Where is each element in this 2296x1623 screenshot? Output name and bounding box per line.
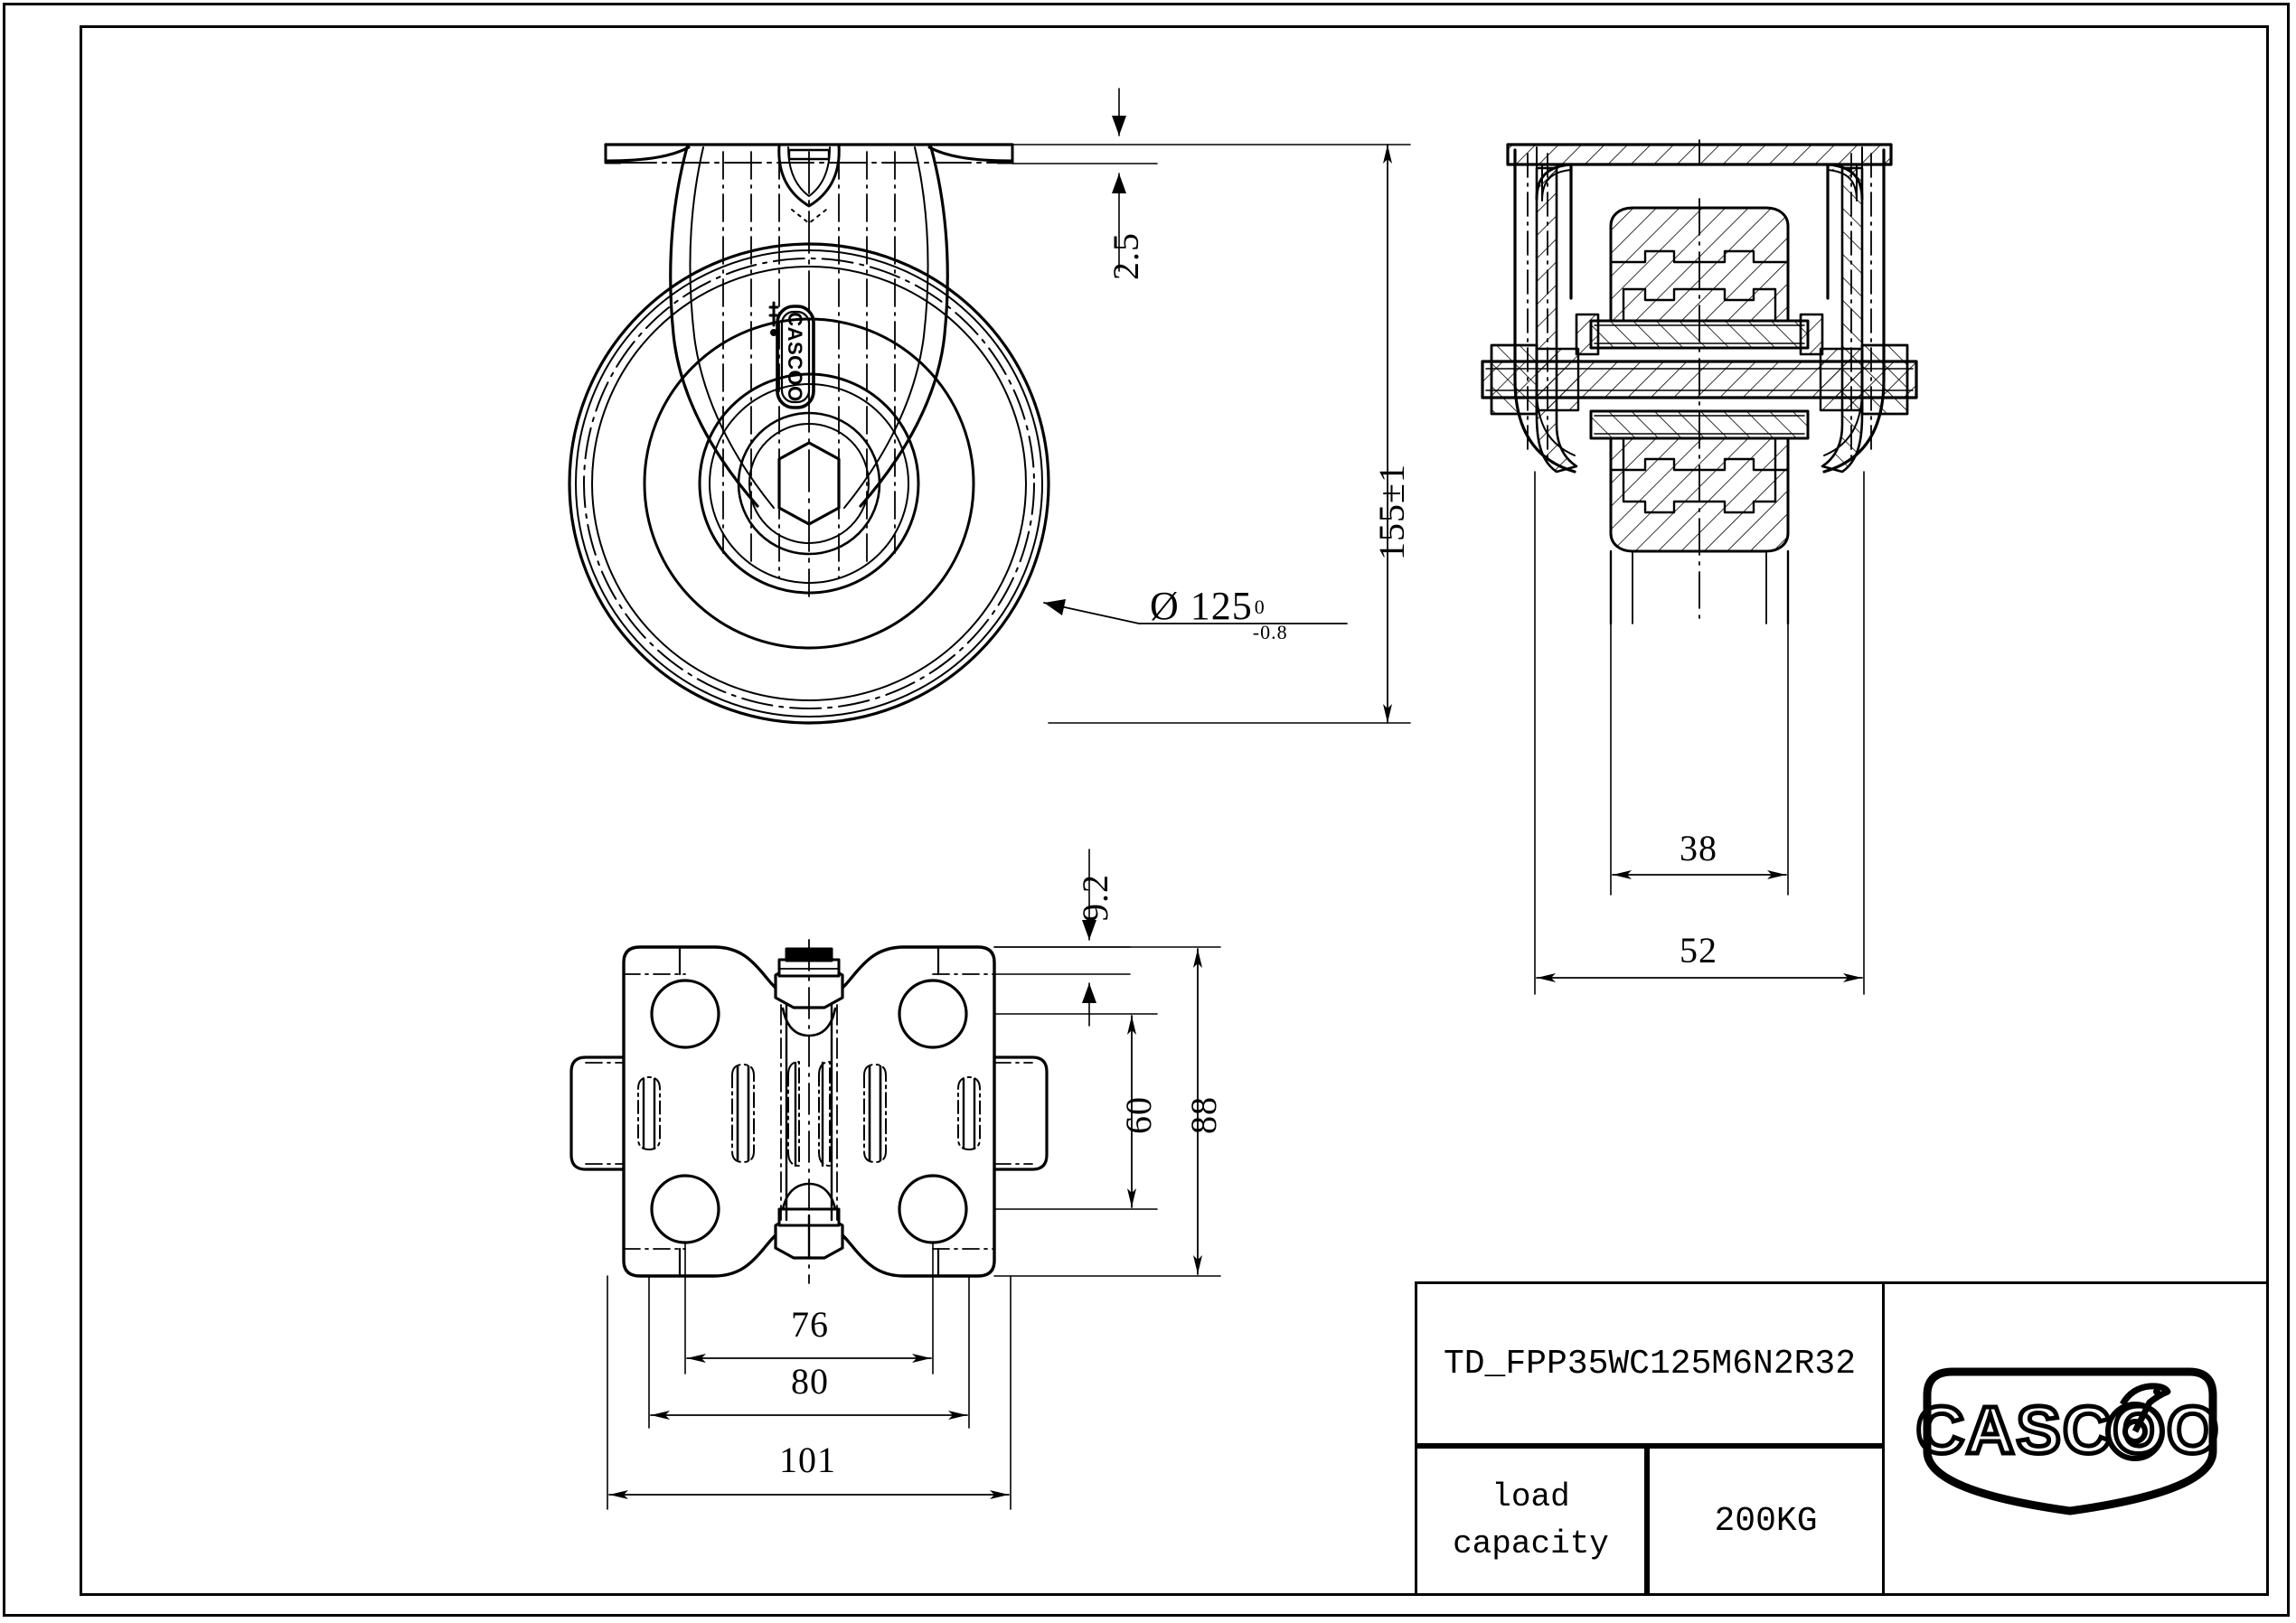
diameter-symbol-icon: Ø [1150, 584, 1180, 628]
dim-bolt-spacing-short: 60 [1118, 1096, 1159, 1134]
load-capacity-value: 200KG [1714, 1501, 1818, 1541]
svg-text:CASCOO: CASCOO [1916, 1393, 2221, 1468]
front-view: CASCOO [568, 143, 1050, 725]
load-capacity-label-line2: capacity [1453, 1525, 1609, 1562]
title-block-part-cell [1415, 1281, 1885, 1446]
dim-plate-offset: 9.2 [1075, 874, 1115, 922]
dim-plate-thickness: 2.5 [1106, 232, 1146, 280]
dim-overall-height: 155±1 [1371, 464, 1412, 560]
title-block-load-label-cell [1415, 1446, 1647, 1596]
load-capacity-label: load capacity [1415, 1446, 1647, 1596]
svg-text:CASCOO: CASCOO [784, 312, 806, 402]
title-block-load-value-cell [1647, 1446, 1885, 1596]
dim-fork-width: 52 [1680, 930, 1717, 971]
dim-bolt-hole-span: 80 [791, 1361, 829, 1402]
cascoo-logo: CASCOO [1914, 1367, 2221, 1515]
plan-view [569, 939, 1049, 1284]
side-section-view [1481, 139, 1918, 625]
dim-wheel-diameter: Ø 125 0 -0.8 [1150, 583, 1287, 643]
sheet-inner-border [80, 25, 2269, 1596]
dimension-lines [607, 88, 1865, 1510]
sheet-outer-border [3, 3, 2290, 1617]
dim-tread-width: 38 [1680, 828, 1717, 868]
dim-wheel-tol-upper: 0 [1254, 596, 1266, 618]
part-number: TD_FPP35WC125M6N2R32 [1443, 1344, 1857, 1384]
dim-plate-width: 88 [1183, 1096, 1224, 1134]
dim-bolt-spacing-long: 76 [791, 1304, 829, 1345]
load-capacity-label-line1: load [1491, 1478, 1570, 1515]
dim-wheel-diameter-value: 125 [1190, 584, 1253, 628]
dim-wheel-tol-lower: -0.8 [1252, 621, 1288, 643]
dim-plate-length: 101 [779, 1440, 836, 1480]
